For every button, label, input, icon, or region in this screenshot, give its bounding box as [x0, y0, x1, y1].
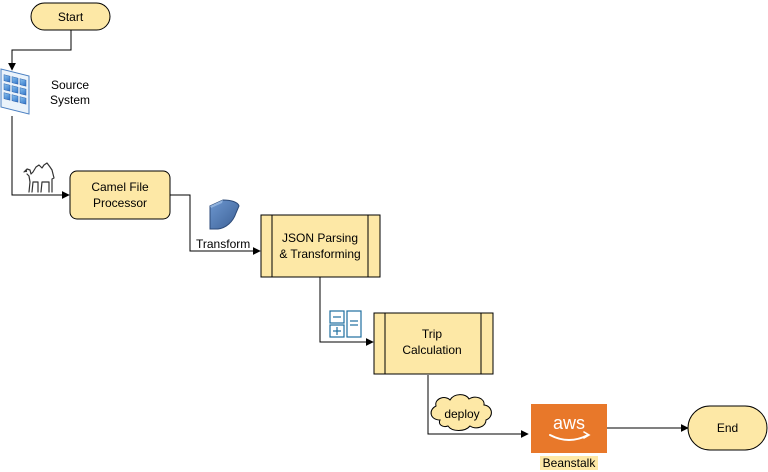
edge-trip-to-aws — [427, 375, 529, 438]
source-system-label-line2: System — [50, 93, 90, 107]
trip-calculation-node[interactable]: Trip Calculation — [373, 312, 494, 375]
camel-file-processor-node[interactable]: Camel File Processor — [69, 170, 171, 220]
start-node[interactable]: Start — [30, 2, 111, 31]
end-label: End — [717, 421, 738, 435]
trip-label-line1: Trip — [422, 327, 443, 341]
source-system-label-line1: Source — [51, 78, 89, 92]
aws-logo-text: aws — [553, 413, 585, 433]
end-node[interactable]: End — [687, 405, 768, 451]
deploy-cloud: deploy — [430, 394, 492, 431]
edge-json-to-trip — [319, 277, 374, 346]
edge-source-to-camel — [11, 116, 70, 199]
transform-edge-label: Transform — [196, 237, 250, 251]
beanstalk-label: Beanstalk — [543, 456, 597, 470]
beanstalk-caption: Beanstalk — [540, 456, 598, 470]
edge-camel-to-json — [170, 194, 261, 255]
json-label-line2: & Transforming — [279, 247, 360, 261]
camel-label-line1: Camel File — [91, 180, 149, 194]
transform-shape-icon — [209, 199, 240, 230]
camel-label-line2: Processor — [93, 196, 147, 210]
aws-logo-icon: aws — [531, 404, 607, 453]
camel-icon — [23, 162, 55, 193]
calculator-icon — [329, 310, 362, 338]
source-system-grid-icon — [0, 68, 30, 115]
start-label: Start — [58, 10, 84, 24]
edge-start-to-source — [8, 30, 72, 71]
json-label-line1: JSON Parsing — [282, 231, 358, 245]
json-parsing-node[interactable]: JSON Parsing & Transforming — [260, 214, 381, 278]
trip-label-line2: Calculation — [402, 343, 461, 357]
deploy-edge-label: deploy — [444, 407, 479, 421]
